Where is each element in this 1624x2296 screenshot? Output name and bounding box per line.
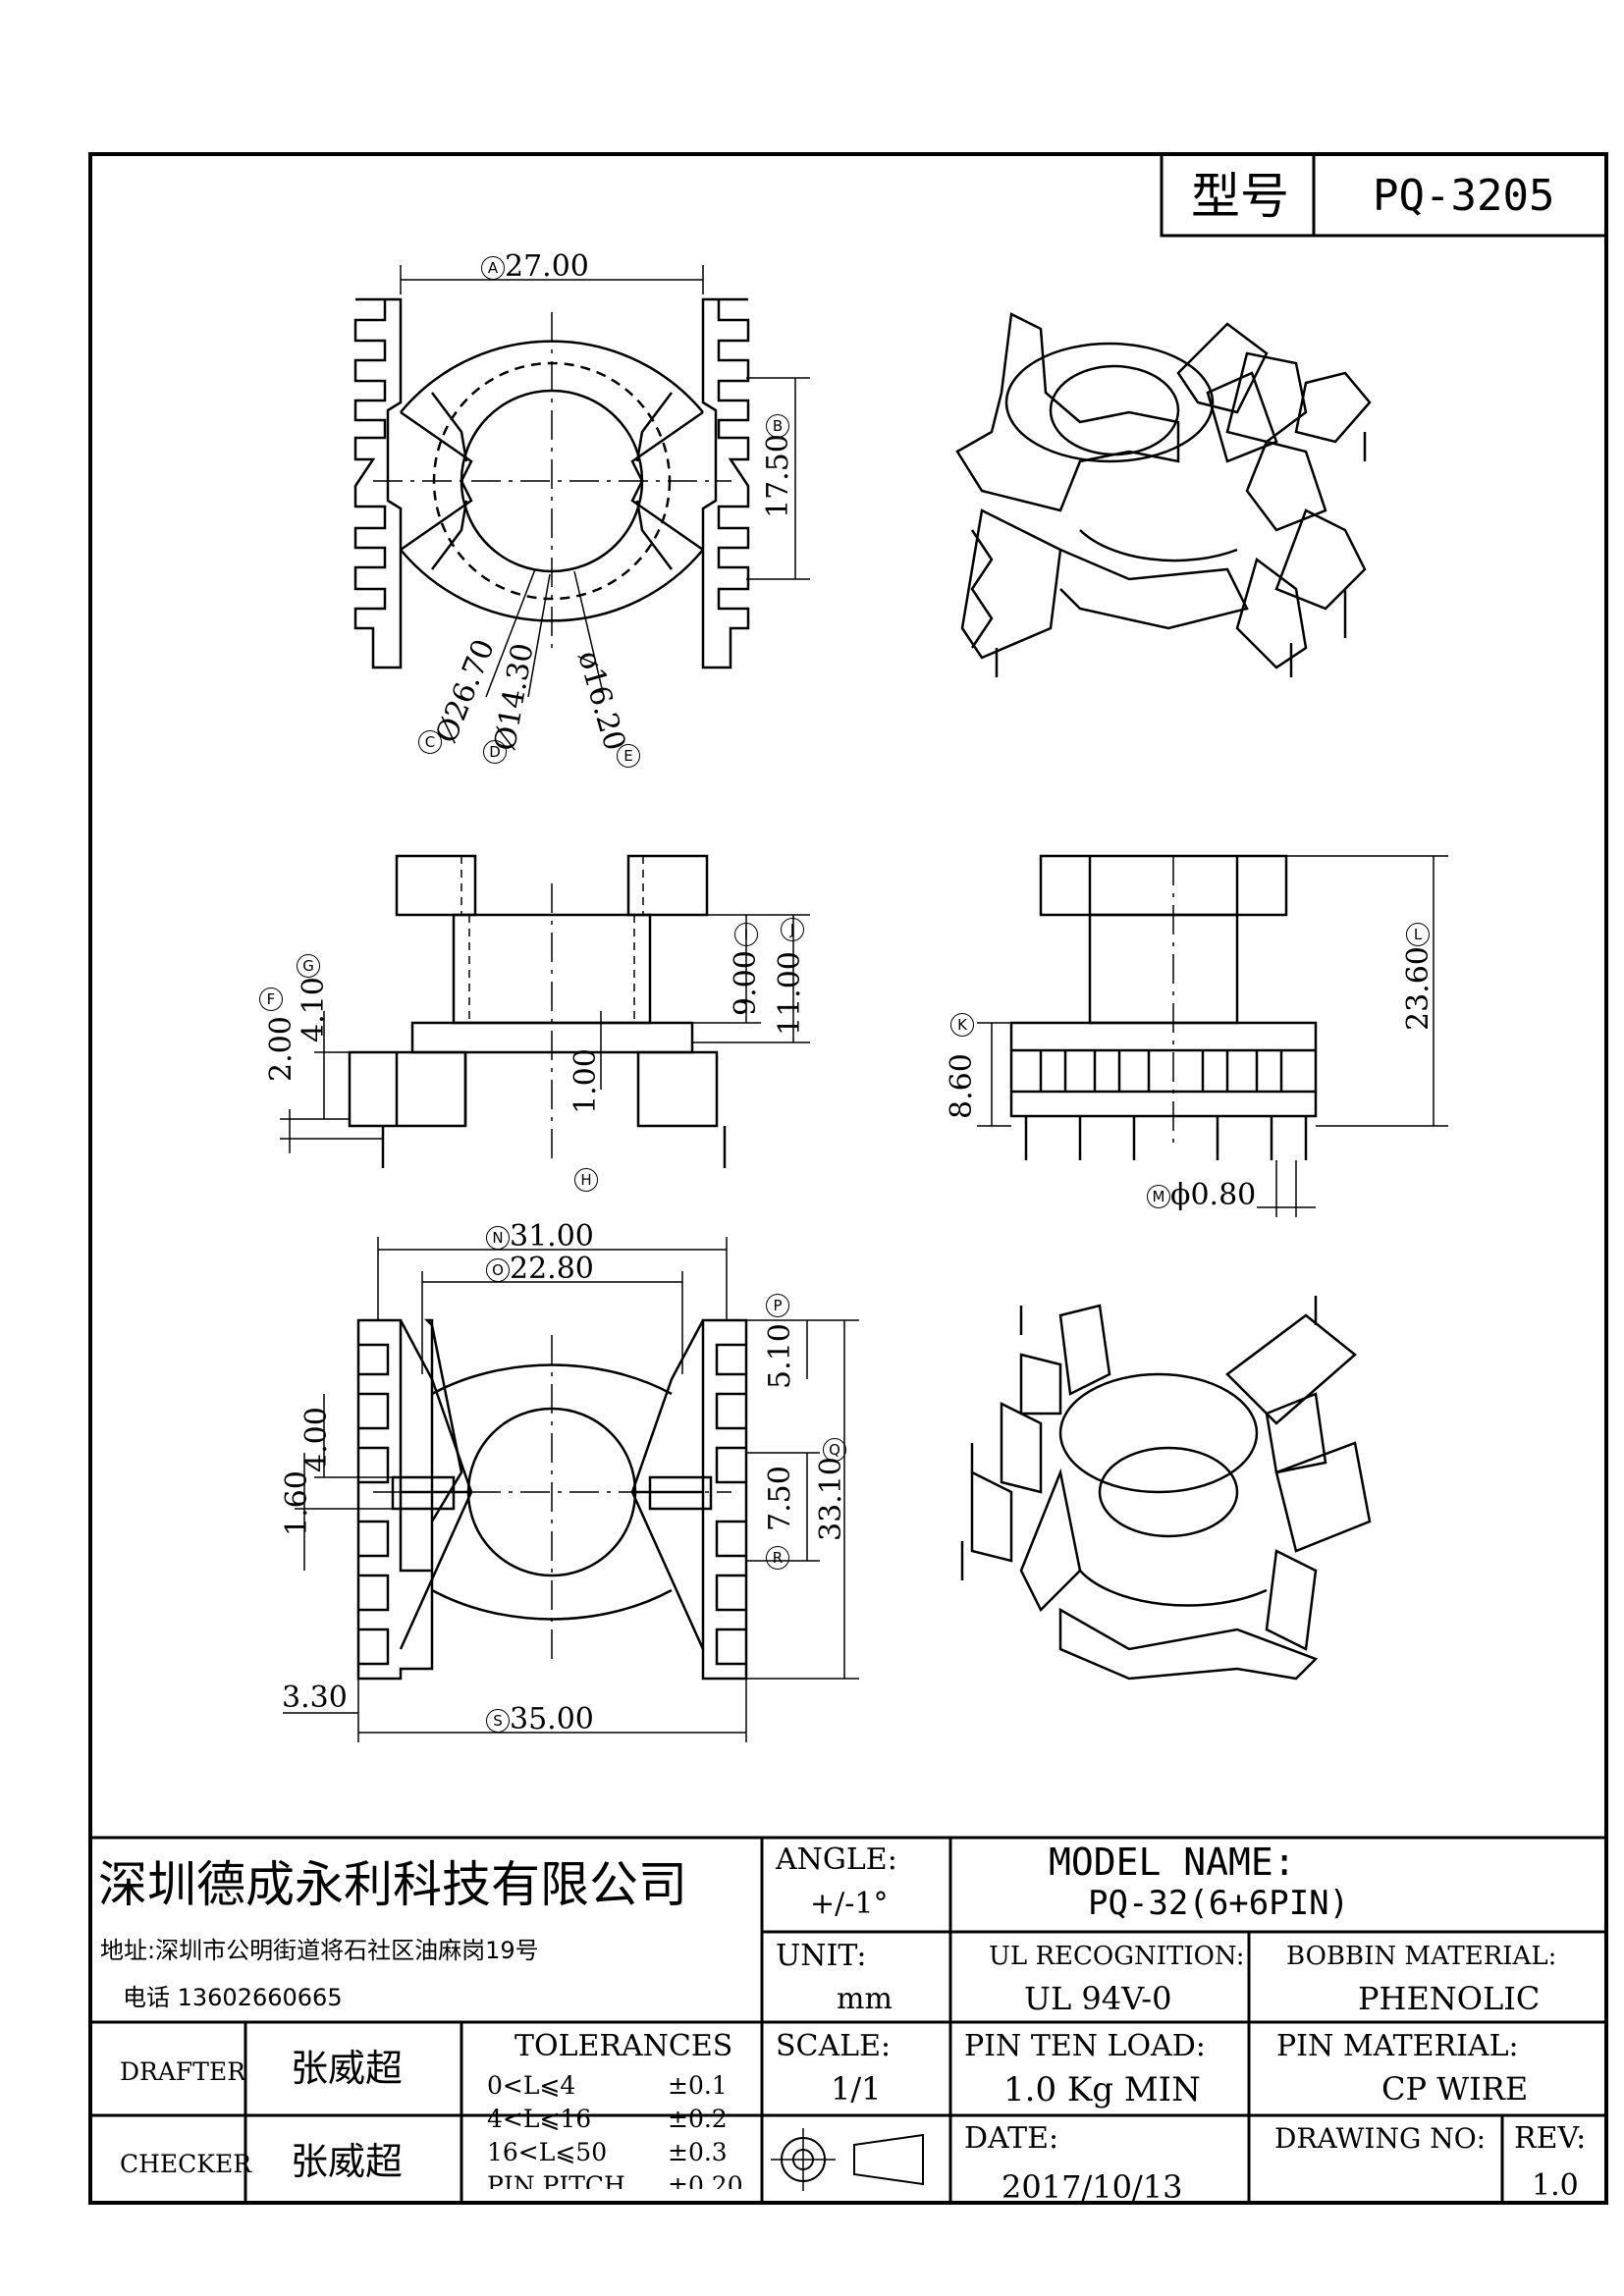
dim-j: 11.00	[773, 951, 807, 1036]
model-number: PQ-3205	[1373, 171, 1555, 221]
dim-r-tag: R	[766, 1546, 789, 1570]
tolerance-table: 0<L⩽4 ±0.1 4<L⩽16 ±0.2 16<L⩽50 ±0.3 PIN …	[483, 2073, 758, 2189]
dim-l-tag: L	[1406, 923, 1430, 946]
pin-material-label: PIN MATERIAL:	[1276, 2029, 1519, 2063]
dim-q: 33.10	[814, 1457, 848, 1541]
checker-name: 张威超	[291, 2140, 404, 2183]
tol-value-1: ±0.2	[668, 2105, 728, 2133]
drafter-name: 张威超	[291, 2047, 404, 2090]
dim-3-30: 3.30	[282, 1681, 348, 1715]
tol-value-2: ±0.3	[668, 2138, 728, 2166]
date-value: 2017/10/13	[1001, 2168, 1183, 2201]
tol-range-2: 16<L⩽50	[487, 2138, 608, 2166]
dim-j-tag: J	[781, 918, 804, 941]
date-label: DATE:	[964, 2121, 1059, 2156]
tol-range-1: 4<L⩽16	[487, 2105, 592, 2133]
dim-f: 2.00	[264, 1016, 298, 1082]
tol-value-0: ±0.1	[668, 2073, 728, 2100]
dim-e-tag: E	[617, 744, 640, 768]
dim-k: 8.60	[945, 1053, 979, 1119]
dim-i: 9.00	[729, 950, 763, 1016]
dim-g-tag: G	[297, 954, 320, 978]
bottom-view	[283, 1237, 859, 1742]
company-phone: 电话 13602660665	[123, 1984, 343, 2011]
title-block-grid	[90, 1836, 1606, 2203]
date-cell: DATE: 2017/10/13	[952, 2118, 1247, 2202]
dim-f-tag: F	[259, 988, 283, 1011]
checker-label: CHECKER	[120, 2150, 252, 2178]
unit-label: UNIT:	[776, 1939, 867, 1973]
top-view	[353, 265, 810, 698]
tolerances-label: TOLERANCES	[514, 2029, 733, 2063]
dim-g: 4.10	[297, 977, 331, 1042]
side-view	[977, 854, 1448, 1217]
dim-b-tag: B	[766, 414, 789, 438]
dim-p: 5.10	[763, 1323, 797, 1389]
bobbin-value: PHENOLIC	[1358, 1980, 1541, 2017]
drawing-border	[88, 152, 1608, 2205]
tol-value-3: ±0.20	[668, 2171, 743, 2189]
dim-h-tag: H	[574, 1168, 598, 1192]
dim-r: 7.50	[763, 1466, 797, 1531]
dim-i-tag: I	[734, 923, 758, 946]
scale-value: 1/1	[831, 2070, 882, 2108]
dim-l: 23.60	[1401, 946, 1435, 1031]
model-name-value: PQ-32(6+6PIN)	[1088, 1884, 1350, 1923]
dim-d-tag: D	[483, 740, 507, 764]
dim-1-60: 1.60	[280, 1470, 314, 1536]
iso-view-top	[955, 312, 1372, 677]
ul-value: UL 94V-0	[1024, 1980, 1172, 2017]
iso-view-bottom	[960, 1296, 1372, 1681]
pin-material-value: CP WIRE	[1381, 2070, 1529, 2108]
drafter-label: DRAFTER	[120, 2057, 246, 2086]
model-name-label: MODEL NAME:	[1049, 1841, 1296, 1884]
rev-label: REV:	[1514, 2121, 1587, 2156]
company-name: 深圳德成永利科技有限公司	[98, 1856, 687, 1913]
pin-load-label: PIN TEN LOAD:	[964, 2029, 1206, 2063]
dim-4-00: 4.00	[299, 1407, 334, 1472]
dim-b: 17.50	[761, 434, 795, 518]
pin-load-value: 1.0 Kg MIN	[1003, 2070, 1201, 2109]
dim-h: 1.00	[568, 1048, 603, 1114]
model-box	[1160, 152, 1608, 238]
angle-value: +/-1°	[810, 1887, 889, 1921]
rev-cell: REV: 1.0	[1504, 2118, 1604, 2201]
dim-p-tag: P	[766, 1294, 789, 1317]
company-address: 地址:深圳市公明街道将石社区油麻岗19号	[100, 1937, 539, 1964]
ul-label: UL RECOGNITION:	[989, 1942, 1245, 1971]
rev-value: 1.0	[1532, 2168, 1579, 2201]
drawing-no-label: DRAWING NO:	[1274, 2122, 1487, 2155]
model-label: 型号	[1191, 168, 1289, 225]
tol-range-0: 0<L⩽4	[487, 2073, 576, 2100]
front-view	[280, 854, 810, 1168]
angle-label: ANGLE:	[776, 1842, 897, 1877]
bobbin-label: BOBBIN MATERIAL:	[1286, 1942, 1557, 1971]
unit-value: mm	[837, 1982, 893, 2016]
dim-q-tag: Q	[823, 1438, 846, 1462]
tol-range-3: PIN PITCH	[487, 2171, 625, 2189]
scale-label: SCALE:	[776, 2029, 892, 2063]
dim-k-tag: K	[950, 1013, 974, 1037]
dim-c-tag: C	[418, 730, 442, 754]
